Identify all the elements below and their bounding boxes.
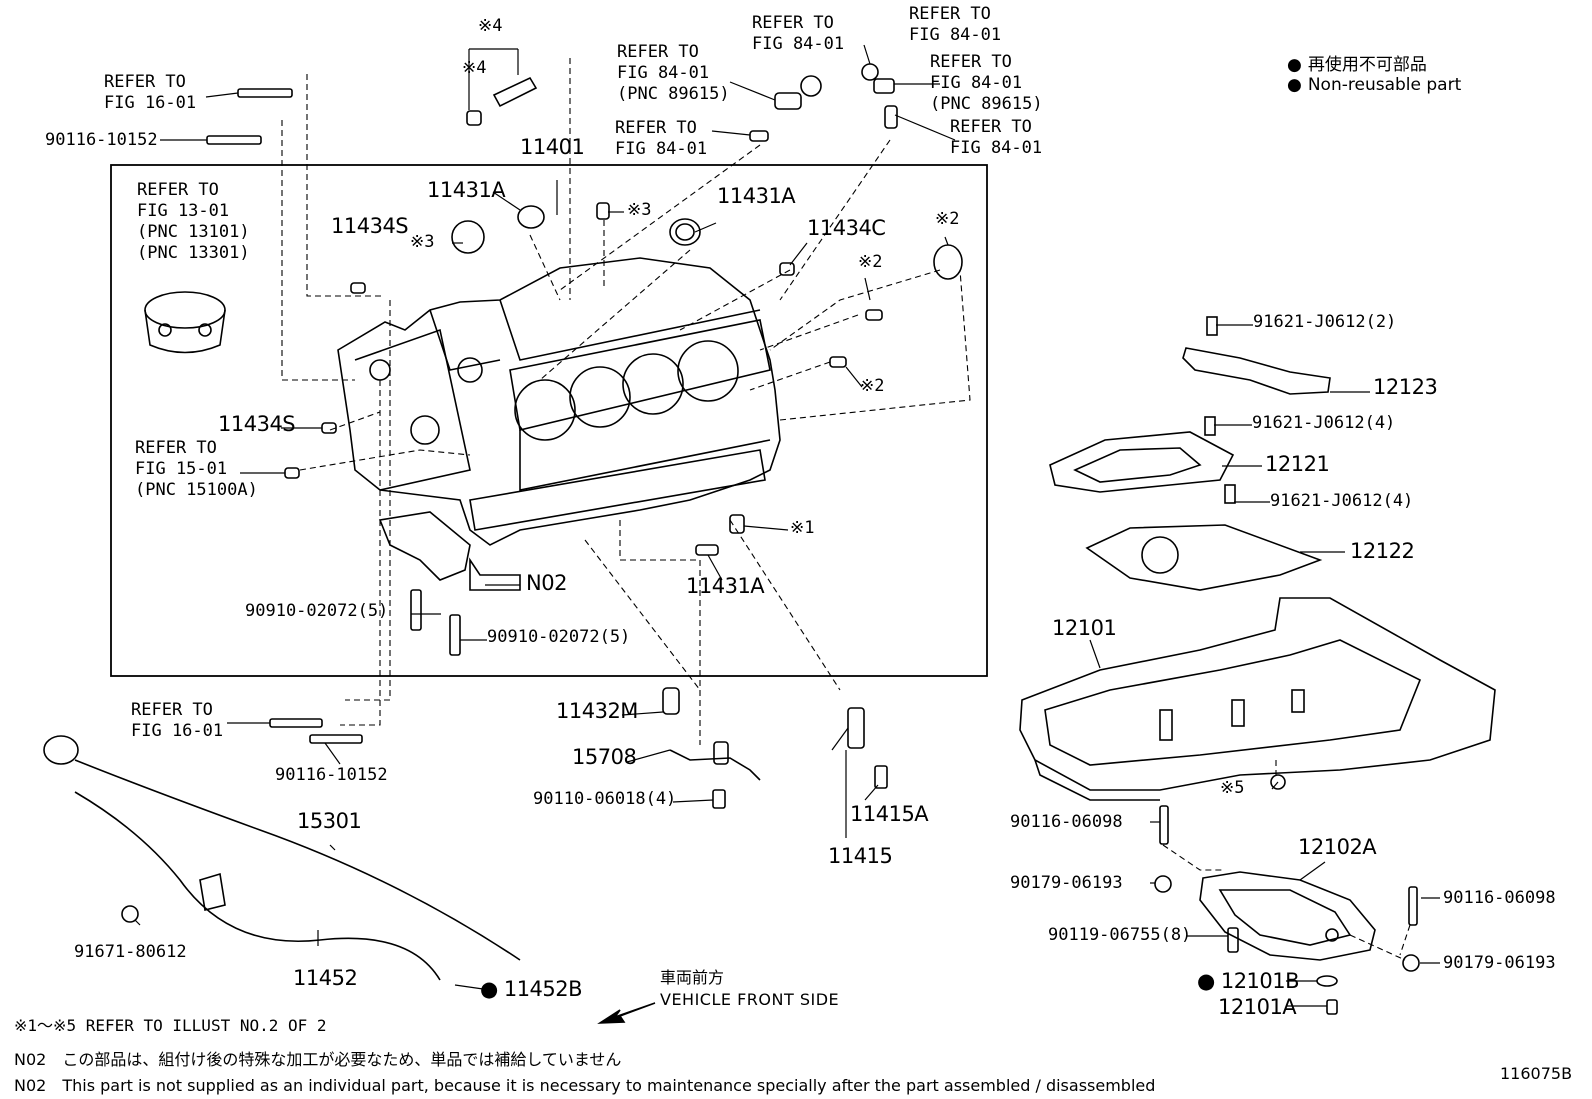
part-90110-06018: 90110-06018(4)	[533, 789, 677, 809]
part-12123: 12123	[1373, 375, 1438, 399]
mark-1: ※1	[790, 518, 815, 538]
part-11434S-mid: 11434S	[218, 412, 296, 436]
bracket-12123	[1182, 347, 1331, 395]
sensor-11415	[847, 707, 865, 749]
part-N02: N02	[526, 571, 567, 595]
sensor-11432M	[662, 687, 680, 715]
refer-fig84-d: REFER TO FIG 84-01	[909, 4, 1002, 45]
part-11431A-right: 11431A	[717, 184, 796, 208]
legend-en: Non-reusable part	[1287, 75, 1461, 95]
part-90116-10152-bottom: 90116-10152	[275, 765, 388, 785]
part-91621-J0612-4b: 91621-J0612(4)	[1270, 491, 1414, 511]
mark-5: ※5	[1220, 778, 1245, 798]
part-12101: 12101	[1052, 616, 1117, 640]
mark-3a: ※3	[410, 232, 435, 252]
plug-11431A-cup	[517, 205, 545, 229]
part-90116-06098-left: 90116-06098	[1010, 812, 1123, 832]
part-11401: 11401	[520, 135, 585, 159]
part-12101A: 12101A	[1218, 995, 1297, 1019]
refer-fig13: REFER TO FIG 13-01 (PNC 13101) (PNC 1330…	[137, 180, 250, 263]
vehicle-front-arrow	[597, 1002, 656, 1024]
part-12101B-label: 12101B	[1220, 969, 1300, 993]
refer-fig84-f: REFER TO FIG 84-01	[950, 117, 1043, 158]
refer-illust-note: ※1～※5 REFER TO ILLUST NO.2 OF 2	[14, 1016, 327, 1035]
refer-fig16-bottom: REFER TO FIG 16-01	[131, 700, 224, 741]
mark-4b: ※4	[462, 58, 487, 78]
part-90119-06755: 90119-06755(8)	[1048, 925, 1192, 945]
part-91621-J0612-4a: 91621-J0612(4)	[1252, 413, 1396, 433]
oil-pan-12102A	[1199, 871, 1376, 961]
part-90116-06098-right: 90116-06098	[1443, 888, 1556, 908]
mark-3b: ※3	[627, 200, 652, 220]
mark-4a: ※4	[478, 16, 503, 36]
refer-fig15: REFER TO FIG 15-01 (PNC 15100A)	[135, 438, 258, 500]
refer-fig84-c: REFER TO FIG 84-01	[752, 13, 845, 54]
part-11415: 11415	[828, 844, 893, 868]
mark-2c: ※2	[860, 376, 885, 396]
illustration-number: 116075B	[1500, 1064, 1573, 1083]
part-11452: 11452	[293, 966, 358, 990]
part-12121: 12121	[1265, 452, 1330, 476]
piston-drawing	[144, 291, 226, 354]
part-11431A-left: 11431A	[427, 178, 506, 202]
baffle-12121	[1049, 431, 1235, 493]
plug-11431A-left	[451, 220, 485, 254]
mark-2a: ※2	[935, 209, 960, 229]
n02-note-en: N02 This part is not supplied as an indi…	[14, 1076, 1156, 1095]
part-15708: 15708	[572, 745, 637, 769]
baffle-12122	[1085, 524, 1323, 591]
cylinder-block-drawing	[337, 257, 781, 591]
part-12102A: 12102A	[1298, 835, 1377, 859]
vehicle-front-en: VEHICLE FRONT SIDE	[660, 990, 840, 1009]
part-12101B: 12101B	[1197, 969, 1300, 993]
part-11432M: 11432M	[556, 699, 638, 723]
legend-jp: 再使用不可部品	[1287, 50, 1427, 75]
part-11431A-bottom: 11431A	[686, 574, 765, 598]
refer-fig16-top: REFER TO FIG 16-01	[104, 72, 197, 113]
oil-pan-12101	[1019, 597, 1496, 801]
part-91671-80612: 91671-80612	[74, 942, 187, 962]
plug-topright	[933, 244, 963, 280]
part-11434S-top: 11434S	[331, 214, 409, 238]
mark-2b: ※2	[858, 252, 883, 272]
part-11452B-label: 11452B	[503, 977, 583, 1001]
part-11452B: 11452B	[480, 977, 583, 1001]
part-91621-J0612-2: 91621-J0612(2)	[1253, 312, 1397, 332]
dipstick-guide-11452	[74, 791, 441, 981]
part-90910-right: 90910-02072(5)	[487, 627, 631, 647]
pipe-15708	[669, 749, 761, 781]
part-11415A: 11415A	[850, 802, 929, 826]
part-11434C: 11434C	[807, 216, 886, 240]
refer-fig84-e: REFER TO FIG 84-01 (PNC 89615)	[930, 52, 1043, 114]
part-90116-10152-top: 90116-10152	[45, 130, 158, 150]
part-12122: 12122	[1350, 539, 1415, 563]
part-15301: 15301	[297, 809, 362, 833]
part-90179-06193-right: 90179-06193	[1443, 953, 1556, 973]
engine-block-group-frame	[110, 164, 988, 677]
n02-note-jp: N02 この部品は、組付け後の特殊な加工が必要なため、単品では補給していません	[14, 1050, 622, 1069]
part-90179-06193-left: 90179-06193	[1010, 873, 1123, 893]
vehicle-front-jp: 車両前方	[660, 968, 725, 987]
refer-fig84-b: REFER TO FIG 84-01	[615, 118, 708, 159]
part-90910-left: 90910-02072(5)	[245, 601, 389, 621]
refer-fig84-a: REFER TO FIG 84-01 (PNC 89615)	[617, 42, 730, 104]
seal-11431A-right	[669, 218, 701, 246]
dipstick-15301	[43, 735, 521, 961]
